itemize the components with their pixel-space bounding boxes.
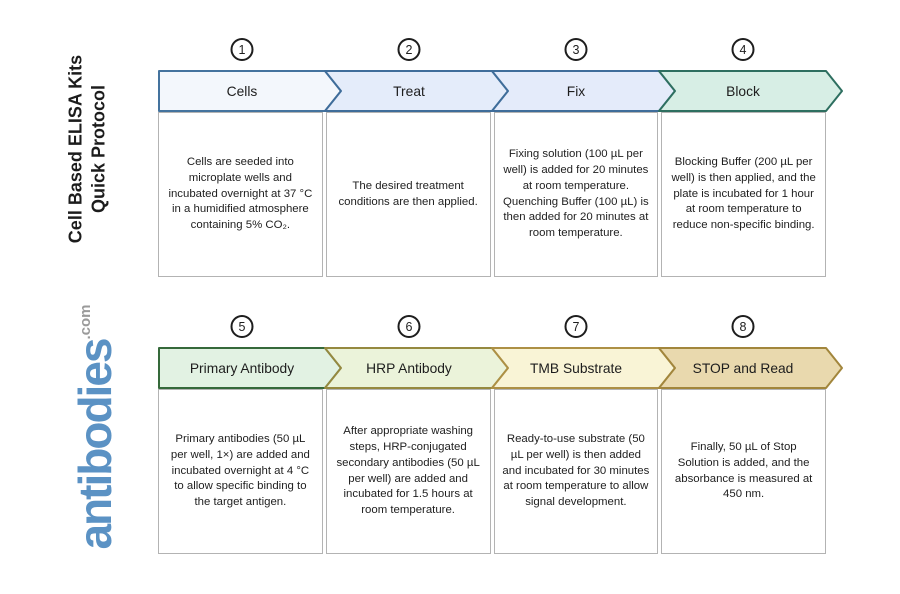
step-arrow-stop-and-read — [658, 347, 843, 389]
description-row-2: Primary antibodies (50 µL per well, 1×) … — [158, 389, 826, 554]
step-description: Primary antibodies (50 µL per well, 1×) … — [170, 432, 310, 509]
step-arrow-label-tmb-substrate: TMB Substrate — [530, 361, 622, 376]
step-number: 1 — [238, 42, 246, 57]
step-number-badge-7: 7 — [564, 315, 588, 338]
step-description: Finally, 50 µL of Stop Solution is added… — [674, 440, 813, 501]
step-number-row-1: 1 2 3 4 — [158, 38, 848, 62]
step-arrow-label-stop-and-read: STOP and Read — [693, 361, 794, 376]
step-arrow-label-primary-antibody: Primary Antibody — [190, 361, 294, 376]
page-title: Cell Based ELISA Kits Quick Protocol — [65, 55, 112, 243]
page-title-line1: Cell Based ELISA Kits — [65, 54, 86, 244]
step-number-badge-6: 6 — [397, 315, 421, 338]
step-description: Cells are seeded into microplate wells a… — [168, 155, 313, 232]
step-description-box-7: Ready-to-use substrate (50 µL per well) … — [493, 389, 659, 554]
step-description-box-3: Fixing solution (100 µL per well) is add… — [493, 112, 659, 277]
step-number-row-2: 5 6 7 8 — [158, 315, 848, 339]
step-description: After appropriate washing steps, HRP-con… — [336, 424, 480, 517]
step-description-box-4: Blocking Buffer (200 µL per well) is the… — [661, 112, 826, 277]
step-number-badge-8: 8 — [731, 315, 755, 338]
step-number-badge-1: 1 — [230, 38, 254, 61]
step-description: The desired treatment conditions are the… — [338, 179, 478, 208]
step-description: Blocking Buffer (200 µL per well) is the… — [671, 155, 816, 232]
step-description-box-5: Primary antibodies (50 µL per well, 1×) … — [158, 389, 323, 554]
brand-logo-tld: .com — [77, 304, 94, 340]
step-arrow-block — [658, 70, 843, 112]
protocol-row-1: 1 2 3 4 Cells Treat Fix Block Cells are … — [158, 38, 848, 277]
step-number: 4 — [739, 42, 747, 57]
step-number-badge-3: 3 — [564, 38, 588, 61]
step-number: 5 — [238, 319, 246, 334]
step-arrow-label-cells: Cells — [227, 84, 258, 99]
step-arrow-label-treat: Treat — [393, 84, 425, 99]
arrow-strip-2: Primary Antibody HRP Antibody TMB Substr… — [158, 347, 843, 389]
step-arrow-label-hrp-antibody: HRP Antibody — [366, 361, 452, 376]
step-description: Ready-to-use substrate (50 µL per well) … — [502, 432, 650, 509]
step-description-box-6: After appropriate washing steps, HRP-con… — [325, 389, 491, 554]
step-description: Fixing solution (100 µL per well) is add… — [503, 147, 649, 240]
step-description-box-8: Finally, 50 µL of Stop Solution is added… — [661, 389, 826, 554]
step-description-box-2: The desired treatment conditions are the… — [325, 112, 491, 277]
step-number-badge-5: 5 — [230, 315, 254, 338]
page-title-line2: Quick Protocol — [89, 84, 109, 214]
description-row-1: Cells are seeded into microplate wells a… — [158, 112, 826, 277]
step-arrow-label-block: Block — [726, 84, 760, 99]
brand-logo: antibodies.com — [69, 304, 121, 550]
arrow-strip-1: Cells Treat Fix Block — [158, 70, 843, 112]
step-number: 2 — [405, 42, 413, 57]
step-arrow-label-fix: Fix — [567, 84, 585, 99]
step-number: 6 — [405, 319, 413, 334]
step-number-badge-4: 4 — [731, 38, 755, 61]
protocol-row-2: 5 6 7 8 Primary Antibody HRP Antibody TM… — [158, 315, 848, 554]
brand-logo-name: antibodies — [69, 339, 121, 550]
step-number: 7 — [572, 319, 580, 334]
step-number-badge-2: 2 — [397, 38, 421, 61]
step-description-box-1: Cells are seeded into microplate wells a… — [158, 112, 323, 277]
step-number: 3 — [572, 42, 580, 57]
step-number: 8 — [739, 319, 747, 334]
